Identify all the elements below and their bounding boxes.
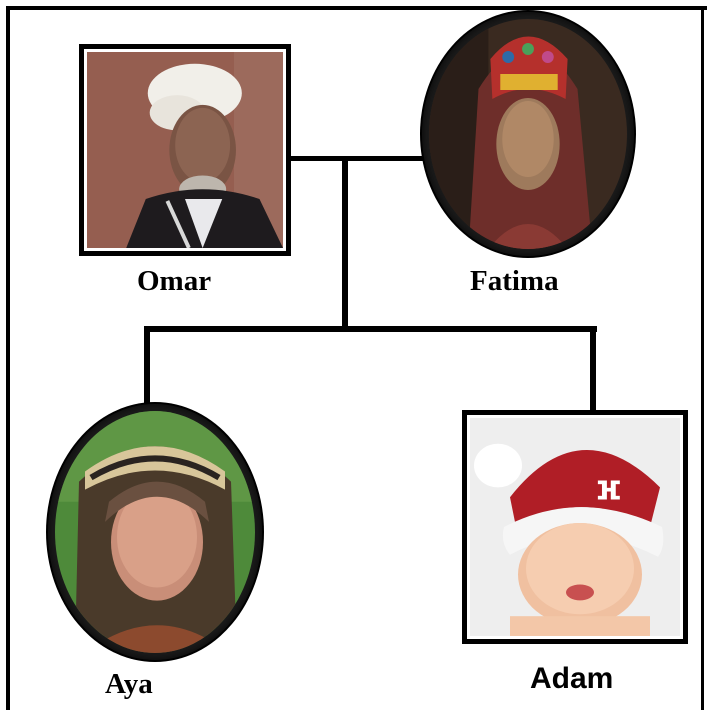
omar-name-label: Omar bbox=[137, 265, 212, 297]
svg-text:ⴼ: ⴼ bbox=[596, 476, 622, 506]
child-drop-left bbox=[144, 326, 150, 406]
child-drop-right bbox=[590, 326, 596, 411]
aya-photo bbox=[48, 404, 262, 660]
fatima-portrait-image bbox=[429, 19, 627, 249]
fatima-photo bbox=[422, 12, 634, 256]
frame-border-top bbox=[6, 6, 707, 10]
fatima-name-label: Fatima bbox=[470, 265, 559, 297]
adam-photo: ⴼ bbox=[462, 410, 688, 644]
aya-portrait-image bbox=[55, 411, 255, 653]
adam-name-label: Adam bbox=[530, 662, 614, 695]
omar-photo bbox=[79, 44, 291, 256]
adam-portrait-image: ⴼ bbox=[470, 418, 680, 636]
parents-connector-right bbox=[343, 156, 428, 161]
omar-portrait-image bbox=[87, 52, 283, 248]
parents-connector-left bbox=[288, 156, 346, 161]
frame-border-right bbox=[701, 6, 704, 710]
aya-name-label: Aya bbox=[105, 668, 153, 700]
frame-border-left bbox=[6, 6, 10, 710]
descent-line bbox=[342, 158, 348, 330]
children-bar bbox=[146, 326, 597, 332]
